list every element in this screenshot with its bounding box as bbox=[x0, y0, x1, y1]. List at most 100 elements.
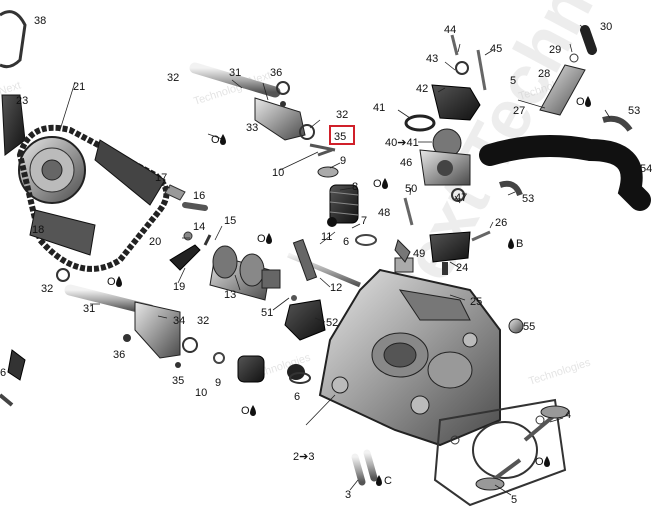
head-gasket bbox=[433, 398, 567, 507]
part-label-47: 47 bbox=[455, 192, 467, 204]
oil-drop-c-symbol: C bbox=[376, 475, 392, 487]
oil-symbols: O O O O O O O B bbox=[107, 96, 591, 487]
timing-chain-assembly bbox=[0, 10, 212, 272]
part-label-7: 7 bbox=[361, 215, 367, 227]
oil-symbol: O bbox=[241, 405, 256, 417]
part-label-28: 28 bbox=[538, 68, 550, 80]
part-label-20: 20 bbox=[149, 236, 161, 248]
part-label-41a: 41 bbox=[373, 102, 385, 114]
svg-text:O: O bbox=[576, 96, 585, 108]
part-label-8: 8 bbox=[352, 181, 358, 193]
watermark-text-3: Technologies bbox=[527, 356, 592, 387]
part-label-9a: 9 bbox=[340, 155, 346, 167]
oil-symbol: O bbox=[257, 233, 272, 245]
part-label-45: 45 bbox=[490, 43, 502, 55]
part-label-53b: 53 bbox=[522, 193, 534, 205]
part-label-24: 24 bbox=[456, 262, 468, 274]
part-label-10a: 10 bbox=[272, 167, 284, 179]
part-label-46: 46 bbox=[400, 157, 412, 169]
part-label-54: 54 bbox=[640, 163, 652, 175]
part-label-26: 26 bbox=[495, 217, 507, 229]
rocker-arm-upper bbox=[189, 62, 315, 141]
part-label-55: 55 bbox=[523, 321, 535, 333]
left-edge-parts bbox=[0, 349, 26, 407]
part-label-12: 12 bbox=[330, 282, 342, 294]
part-label-52: 52 bbox=[326, 317, 338, 329]
part-label-15: 15 bbox=[224, 215, 236, 227]
part-label-6b: 6 bbox=[294, 391, 300, 403]
part-label-30: 30 bbox=[600, 21, 612, 33]
part-label-10b: 10 bbox=[195, 387, 207, 399]
oil-symbol: O bbox=[576, 96, 591, 108]
svg-text:O: O bbox=[211, 134, 220, 146]
part-label-35: 35 bbox=[334, 131, 346, 143]
part-label-38: 38 bbox=[34, 15, 46, 27]
valves bbox=[475, 405, 570, 491]
part-label-5a: 5 bbox=[510, 75, 516, 87]
part-label-32d: 32 bbox=[197, 315, 209, 327]
part-label-18: 18 bbox=[32, 224, 44, 236]
svg-text:B: B bbox=[516, 238, 523, 250]
part-label-6a: 6 bbox=[343, 236, 349, 248]
studs bbox=[351, 449, 378, 486]
part-label-34: 34 bbox=[173, 315, 185, 327]
part-label-32a: 32 bbox=[167, 72, 179, 84]
part-label-36a: 36 bbox=[270, 67, 282, 79]
camshaft bbox=[209, 245, 281, 301]
part-label-31b: 31 bbox=[83, 303, 95, 315]
part-label-51: 51 bbox=[261, 307, 273, 319]
oil-symbol: O bbox=[373, 178, 388, 190]
part-label-6c: 6 bbox=[0, 367, 6, 379]
part-label-21: 21 bbox=[73, 81, 85, 93]
part-label-35b: 35 bbox=[172, 375, 184, 387]
svg-text:C: C bbox=[384, 475, 392, 487]
oil-symbol: O bbox=[211, 134, 226, 146]
part-label-5b: 5 bbox=[511, 494, 517, 506]
part-label-4: 4 bbox=[565, 409, 571, 421]
part-label-33: 33 bbox=[246, 122, 258, 134]
part-label-14: 14 bbox=[193, 221, 205, 233]
part-label-44: 44 bbox=[444, 24, 456, 36]
valve-spring-set-lower bbox=[213, 352, 311, 384]
part-label-25: 25 bbox=[470, 296, 482, 308]
rocker-arm-lower bbox=[56, 268, 198, 368]
svg-text:O: O bbox=[107, 276, 116, 288]
cylinder-head bbox=[318, 257, 501, 447]
part-label-48: 48 bbox=[378, 207, 390, 219]
svg-text:O: O bbox=[373, 178, 382, 190]
part-label-32c: 32 bbox=[41, 283, 53, 295]
oil-drop-b-symbol: B bbox=[508, 238, 523, 250]
part-label-31a: 31 bbox=[229, 67, 241, 79]
part-label-49: 49 bbox=[413, 248, 425, 260]
bolt-and-tensioner bbox=[284, 238, 361, 341]
svg-text:O: O bbox=[241, 405, 250, 417]
svg-text:O: O bbox=[257, 233, 266, 245]
part-label-2_3: 2➔3 bbox=[293, 451, 314, 463]
part-label-27: 27 bbox=[513, 105, 525, 117]
part-label-11: 11 bbox=[321, 231, 332, 243]
part-label-50: 50 bbox=[405, 183, 417, 195]
oil-plug bbox=[508, 318, 524, 334]
oil-symbol: O bbox=[535, 456, 550, 468]
part-label-3: 3 bbox=[345, 489, 351, 501]
part-label-32b: 32 bbox=[336, 109, 348, 121]
valve-spring-set bbox=[309, 143, 377, 246]
part-label-29: 29 bbox=[549, 44, 561, 56]
part-label-16: 16 bbox=[193, 190, 205, 202]
part-label-43: 43 bbox=[426, 53, 438, 65]
chain-tensioner bbox=[429, 230, 491, 275]
part-label-9b: 9 bbox=[215, 377, 221, 389]
part-label-53a: 53 bbox=[628, 105, 640, 117]
part-label-19: 19 bbox=[173, 281, 185, 293]
part-label-23: 23 bbox=[16, 95, 28, 107]
part-label-13: 13 bbox=[224, 289, 236, 301]
thermostat-housing-group bbox=[394, 34, 487, 263]
highlighted-part-box bbox=[329, 125, 355, 145]
sensor-assembly bbox=[539, 25, 597, 116]
svg-text:O: O bbox=[535, 456, 544, 468]
part-label-17: 17 bbox=[155, 172, 167, 184]
coolant-hose bbox=[479, 115, 651, 211]
